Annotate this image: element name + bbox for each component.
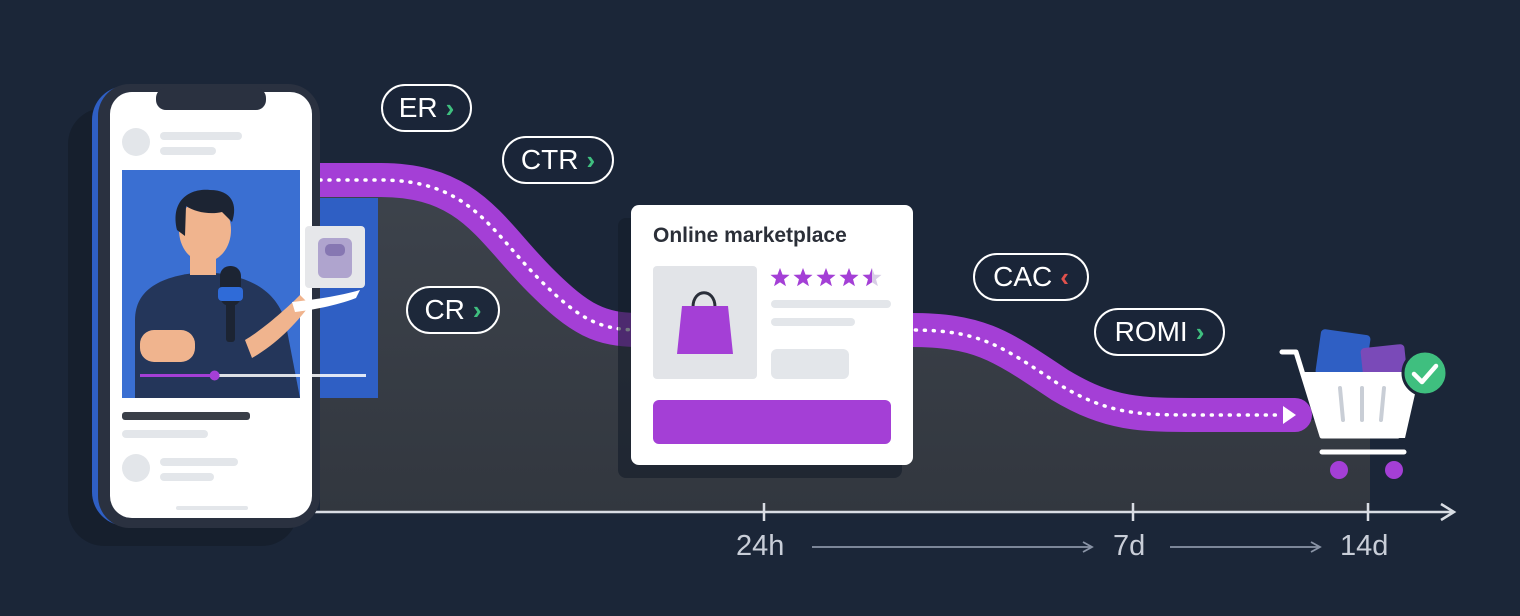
metric-cr-arrow-icon: › xyxy=(472,295,482,325)
metric-romi-label: ROMI xyxy=(1114,316,1188,347)
metric-er-arrow-icon: › xyxy=(445,93,455,123)
interval-arrow-1-head xyxy=(1082,541,1094,553)
shopping-bag-icon xyxy=(677,291,733,354)
metric-cac: CAC ‹ xyxy=(973,253,1089,301)
checkmark-icon xyxy=(1401,349,1449,397)
presenter-illustration xyxy=(135,189,310,398)
buy-button[interactable] xyxy=(653,400,891,444)
metric-er: ER › xyxy=(381,84,472,132)
funnel-path-dots xyxy=(318,178,1284,417)
marketplace-title: Online marketplace xyxy=(653,224,847,247)
metric-romi: ROMI › xyxy=(1094,308,1225,356)
metric-er-label: ER xyxy=(398,92,438,123)
interval-arrow-2-head xyxy=(1310,541,1322,553)
metric-cac-arrow-icon: ‹ xyxy=(1060,262,1069,292)
rating-stars xyxy=(770,268,882,287)
star-icon-filled xyxy=(862,268,872,287)
video-progress-bar[interactable] xyxy=(140,370,366,381)
metric-cac-label: CAC xyxy=(993,261,1053,292)
product-thumbnail xyxy=(292,226,365,312)
marketplace-card xyxy=(618,205,913,478)
star-icon-filled xyxy=(793,268,813,287)
metric-ctr-label: CTR xyxy=(520,144,579,175)
shopping-cart-icon xyxy=(1279,329,1420,479)
microphone-icon xyxy=(218,266,243,342)
timeline-axis-arrow xyxy=(1440,502,1457,522)
metric-romi-arrow-icon: › xyxy=(1195,317,1205,347)
funnel-arrowhead xyxy=(1283,406,1296,424)
timeline-label-24h: 24h xyxy=(736,530,785,562)
star-icon-filled xyxy=(770,268,790,287)
metric-ctr: CTR › xyxy=(502,136,614,184)
metric-cr-label: CR xyxy=(424,294,465,325)
timeline-label-7d: 7d xyxy=(1113,530,1146,562)
smartphone-icon xyxy=(68,84,366,546)
metric-cr: CR › xyxy=(406,286,500,334)
timeline-label-14d: 14d xyxy=(1340,530,1389,562)
star-icon-filled xyxy=(839,268,859,287)
star-icon-filled xyxy=(816,268,836,287)
metric-ctr-arrow-icon: › xyxy=(586,145,596,175)
